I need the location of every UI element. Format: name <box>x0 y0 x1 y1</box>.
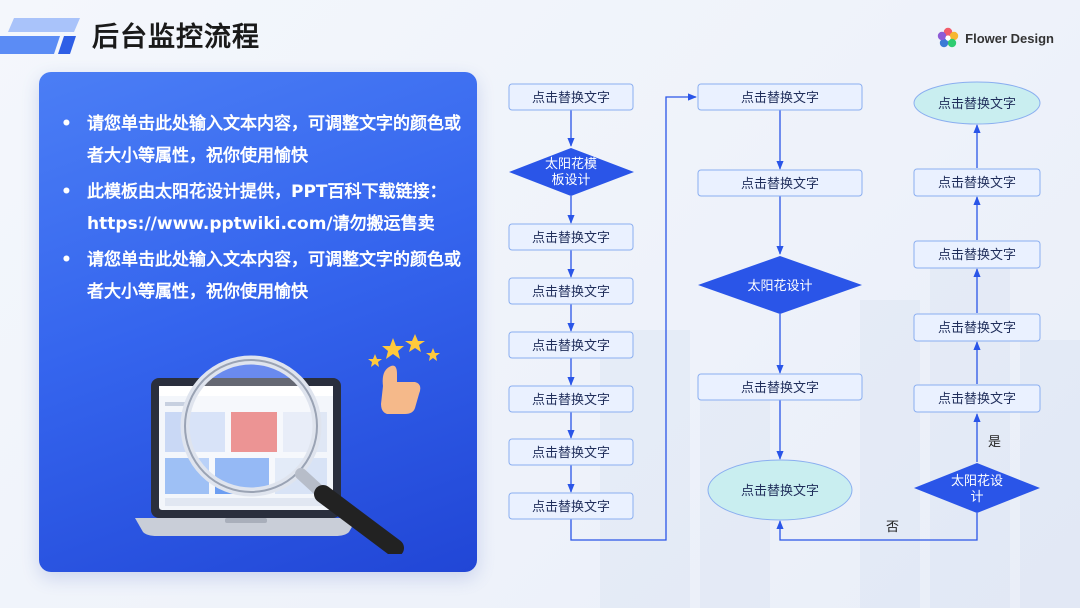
node-label: 点击替换文字 <box>532 285 610 300</box>
flow-terminal: 点击替换文字 <box>708 460 852 520</box>
flow-node: 点击替换文字 <box>698 374 862 400</box>
node-label: 点击替换文字 <box>741 177 819 192</box>
node-label: 点击替换文字 <box>938 392 1016 407</box>
flow-node: 点击替换文字 <box>509 278 633 304</box>
node-label: 点击替换文字 <box>532 231 610 246</box>
yes-label: 是 <box>988 435 1001 450</box>
flow-decision: 太阳花模 板设计 <box>509 148 634 196</box>
flow-node: 点击替换文字 <box>509 224 633 250</box>
decision-label: 太阳花设 <box>951 473 1003 489</box>
flow-node: 点击替换文字 <box>914 314 1040 341</box>
terminal-label: 点击替换文字 <box>938 97 1016 112</box>
node-label: 点击替换文字 <box>741 381 819 396</box>
decision-label: 板设计 <box>551 173 590 188</box>
flow-node: 点击替换文字 <box>509 439 633 465</box>
node-label: 点击替换文字 <box>532 393 610 408</box>
flow-node: 点击替换文字 <box>698 84 862 110</box>
decision-label: 计 <box>970 490 983 505</box>
decision-label: 太阳花模 <box>545 156 597 172</box>
flow-node: 点击替换文字 <box>914 169 1040 196</box>
flow-node: 点击替换文字 <box>914 385 1040 412</box>
flow-node: 点击替换文字 <box>509 493 633 519</box>
decision-label: 太阳花设计 <box>747 278 812 294</box>
node-label: 点击替换文字 <box>532 500 610 515</box>
node-label: 点击替换文字 <box>741 91 819 106</box>
flow-decision: 太阳花设计 <box>698 256 862 314</box>
flow-decision: 太阳花设 计 <box>914 463 1040 513</box>
node-label: 点击替换文字 <box>938 248 1016 263</box>
node-label: 点击替换文字 <box>938 321 1016 336</box>
flow-node: 点击替换文字 <box>914 241 1040 268</box>
flow-node: 点击替换文字 <box>509 386 633 412</box>
node-label: 点击替换文字 <box>532 91 610 106</box>
flow-node: 点击替换文字 <box>509 84 633 110</box>
flow-node: 点击替换文字 <box>698 170 862 196</box>
node-label: 点击替换文字 <box>532 446 610 461</box>
node-label: 点击替换文字 <box>532 339 610 354</box>
terminal-label: 点击替换文字 <box>741 484 819 499</box>
node-label: 点击替换文字 <box>938 176 1016 191</box>
no-label: 否 <box>886 520 899 535</box>
flow-terminal: 点击替换文字 <box>914 82 1040 124</box>
flow-node: 点击替换文字 <box>509 332 633 358</box>
